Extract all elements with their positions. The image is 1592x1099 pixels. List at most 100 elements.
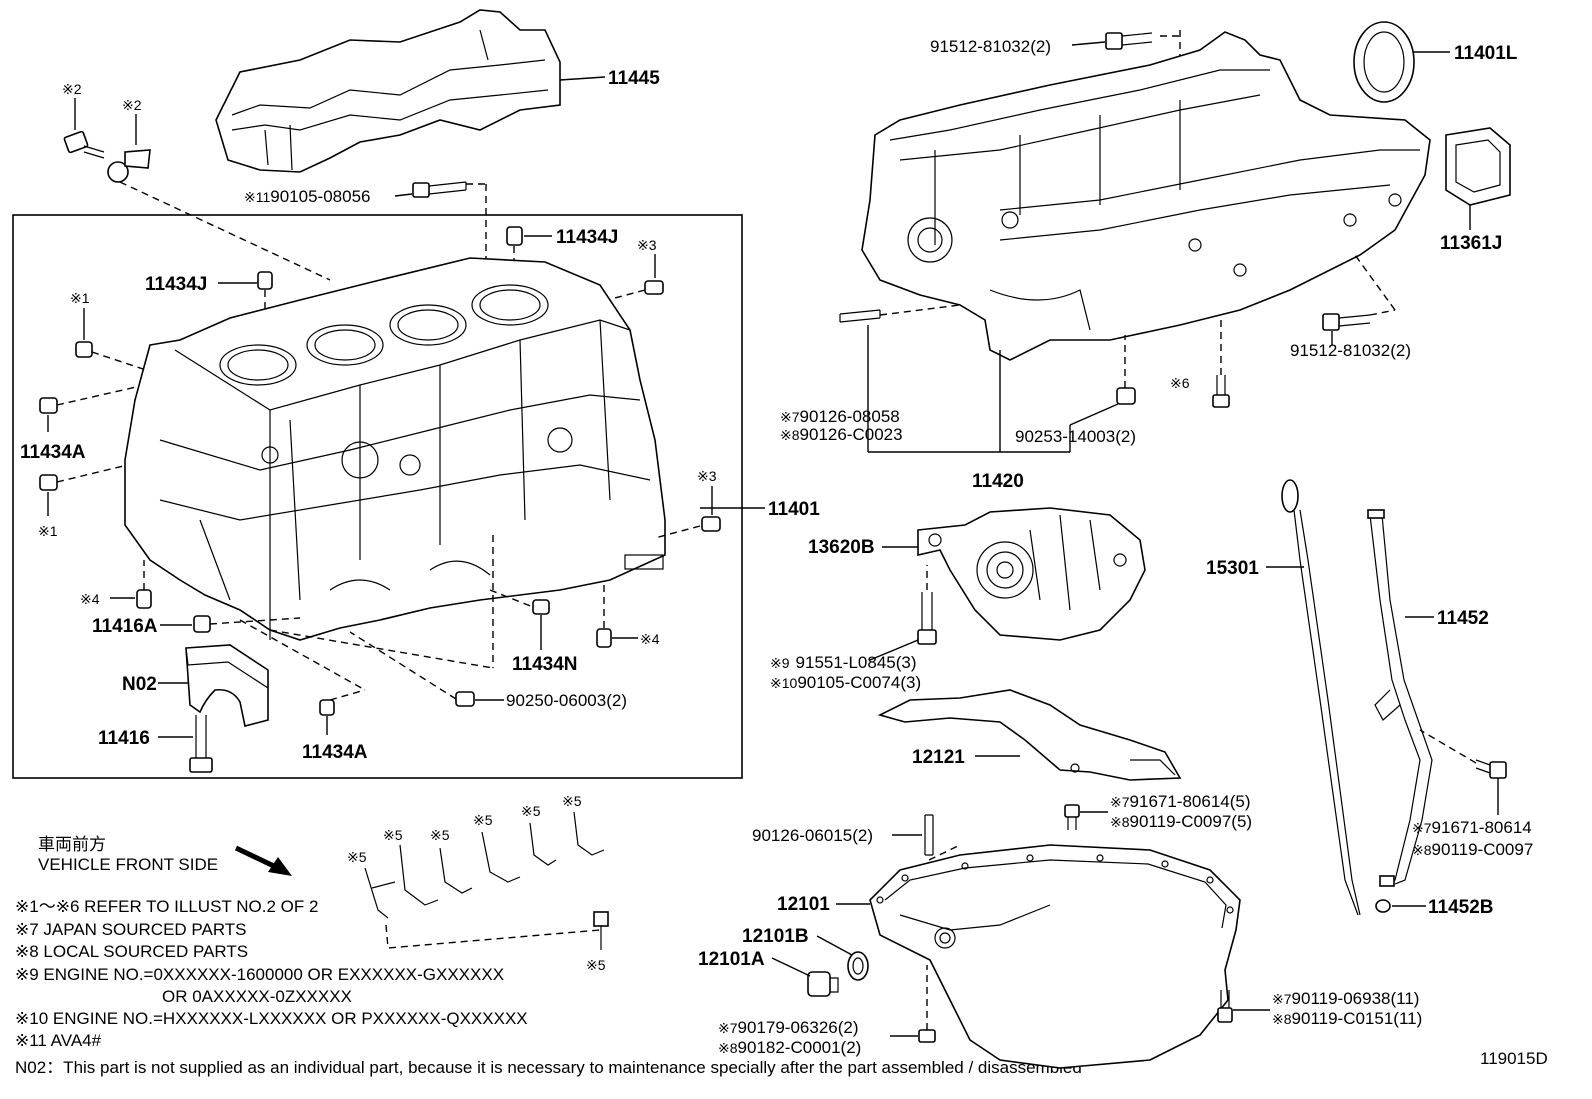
- label-11420: 11420: [972, 471, 1024, 492]
- marker-2-a: ※2: [62, 81, 82, 97]
- oil-pan-12101-drawing: [869, 844, 1241, 1069]
- svg-text:※5: ※5: [383, 827, 403, 843]
- engine-cover-11445-drawing: [215, 9, 561, 173]
- note-11: ※11 AVA4#: [15, 1031, 102, 1050]
- dowel-11434J-top: [506, 226, 523, 246]
- marker-1-top: ※1: [70, 290, 90, 306]
- svg-text:※5: ※5: [562, 793, 582, 809]
- label-12101: 12101: [777, 894, 830, 915]
- marker-3-right: ※3: [697, 468, 717, 484]
- label-11416A: 11416A: [92, 616, 158, 637]
- label-90119-C0097-right: ※890119-C0097: [1412, 840, 1533, 859]
- label-11401L: 11401L: [1454, 43, 1518, 64]
- bolt-91671-mid-drawing: [1064, 804, 1080, 830]
- front-arrow-icon: [234, 845, 292, 876]
- dowel-m4-right: [596, 628, 612, 648]
- label-90126-08058: ※790126-08058: [780, 407, 900, 426]
- note-1: ※1～※6 REFER TO ILLUST NO.2 OF 2: [15, 897, 318, 916]
- marker-4-right: ※4: [640, 631, 660, 647]
- label-11434J-left: 11434J: [145, 274, 207, 295]
- dowel-11434J-left: [257, 271, 273, 290]
- note-9: ※9 ENGINE NO.=0XXXXXX-1600000 OR EXXXXXX…: [15, 965, 504, 984]
- label-N02: N02: [122, 674, 157, 695]
- label-90105-08056: ※1190105-08056: [244, 187, 370, 206]
- svg-text:※5: ※5: [430, 827, 450, 843]
- label-90105-C0074: ※1090105-C0074(3): [770, 673, 921, 692]
- drain-plug-12101A-drawing: [807, 971, 839, 997]
- label-90126-C0023: ※890126-C0023: [780, 425, 903, 444]
- label-12101B: 12101B: [742, 926, 809, 947]
- cylinder-block-11401-drawing: [124, 257, 666, 641]
- label-15301: 15301: [1206, 558, 1259, 579]
- bolt-91551-drawing: [917, 592, 937, 645]
- dipstick-guide-11452-drawing: [1367, 509, 1433, 887]
- gasket-12101B: [847, 951, 869, 981]
- label-90119-C0097-mid: ※890119-C0097(5): [1110, 812, 1252, 831]
- dowel-m1-bottom: [39, 474, 58, 491]
- label-90119-C0151: ※890119-C0151(11): [1272, 1009, 1422, 1028]
- note-8: ※8 LOCAL SOURCED PARTS: [15, 942, 248, 961]
- marker-4-left: ※4: [80, 591, 100, 607]
- dowel-90250: [455, 691, 475, 707]
- svg-text:※5: ※5: [521, 803, 541, 819]
- plug-90253: [1116, 387, 1136, 405]
- bolt-drawing: [63, 130, 151, 183]
- label-11434N: 11434N: [512, 654, 578, 675]
- stud-90126-06015-drawing: [924, 814, 934, 856]
- marker-3-top: ※3: [637, 237, 657, 253]
- dowel-11434A-left: [39, 397, 58, 414]
- note-N02: N02：This part is not supplied as an indi…: [15, 1058, 1082, 1077]
- bolt-m6-drawing: [1212, 375, 1230, 408]
- dowel-m3-right: [701, 516, 721, 532]
- label-90250-06003: 90250-06003(2): [506, 691, 627, 710]
- nut-90179: [918, 1029, 936, 1043]
- bolt-90119-06938-drawing: [1217, 990, 1233, 1023]
- label-11445: 11445: [608, 68, 660, 89]
- gasket-11361J-drawing: [1445, 127, 1511, 206]
- dowel-11434A-bottom: [319, 699, 335, 716]
- diagram-id: 119015D: [1480, 1049, 1548, 1068]
- baffle-12121-drawing: [877, 689, 1182, 781]
- note-front-jp: 車両前方: [38, 835, 106, 854]
- bolt-11416-drawing: [189, 715, 213, 773]
- note-front-en: VEHICLE FRONT SIDE: [38, 855, 218, 874]
- marker-2-b: ※2: [122, 97, 142, 113]
- label-91512-81032-right: 91512-81032(2): [1290, 341, 1411, 360]
- stud-90126-drawing: [839, 309, 881, 323]
- label-12101A: 12101A: [698, 949, 765, 970]
- label-13620B: 13620B: [808, 537, 875, 558]
- label-11434J-top: 11434J: [556, 227, 618, 248]
- label-90253-14003: 90253-14003(2): [1015, 427, 1136, 446]
- cylinder-block-group-frame: [12, 214, 743, 779]
- crankcase-11420-drawing: [861, 31, 1431, 361]
- label-91671-80614-mid: ※791671-80614(5): [1110, 792, 1251, 811]
- oil-seal-11401L-drawing: [1353, 21, 1415, 103]
- bolt-91512-right-drawing: [1322, 313, 1371, 331]
- label-91671-80614-right: ※791671-80614: [1412, 818, 1532, 837]
- oil-jets-drawing: ※5 ※5 ※5 ※5 ※5 ※5 ※5: [347, 793, 609, 973]
- label-11452: 11452: [1437, 608, 1489, 629]
- dowel-m1-top: [75, 341, 93, 358]
- oil-pump-13620B-drawing: [917, 507, 1146, 641]
- o-ring-11452B: [1375, 899, 1391, 913]
- svg-text:※5: ※5: [586, 957, 606, 973]
- label-11452B: 11452B: [1428, 897, 1494, 918]
- svg-text:※5: ※5: [347, 849, 367, 865]
- bolt-90105-08056-drawing: [412, 181, 467, 198]
- marker-1-bottom: ※1: [38, 523, 58, 539]
- dowel-m3-top: [644, 280, 664, 295]
- note-10: ※10 ENGINE NO.=HXXXXXX-LXXXXXX OR PXXXXX…: [15, 1009, 528, 1028]
- label-90119-06938: ※790119-06938(11): [1272, 989, 1419, 1008]
- note-7: ※7 JAPAN SOURCED PARTS: [15, 920, 247, 939]
- label-12121: 12121: [912, 747, 965, 768]
- label-90126-06015: 90126-06015(2): [752, 826, 873, 845]
- label-11434A-left: 11434A: [20, 442, 86, 463]
- label-90182-C0001: ※890182-C0001(2): [718, 1038, 861, 1057]
- label-90179-06326: ※790179-06326(2): [718, 1018, 859, 1037]
- dowel-m4-left: [136, 589, 152, 609]
- label-11401: 11401: [768, 499, 820, 520]
- label-11416: 11416: [98, 728, 150, 749]
- dipstick-15301-drawing: [1281, 479, 1361, 916]
